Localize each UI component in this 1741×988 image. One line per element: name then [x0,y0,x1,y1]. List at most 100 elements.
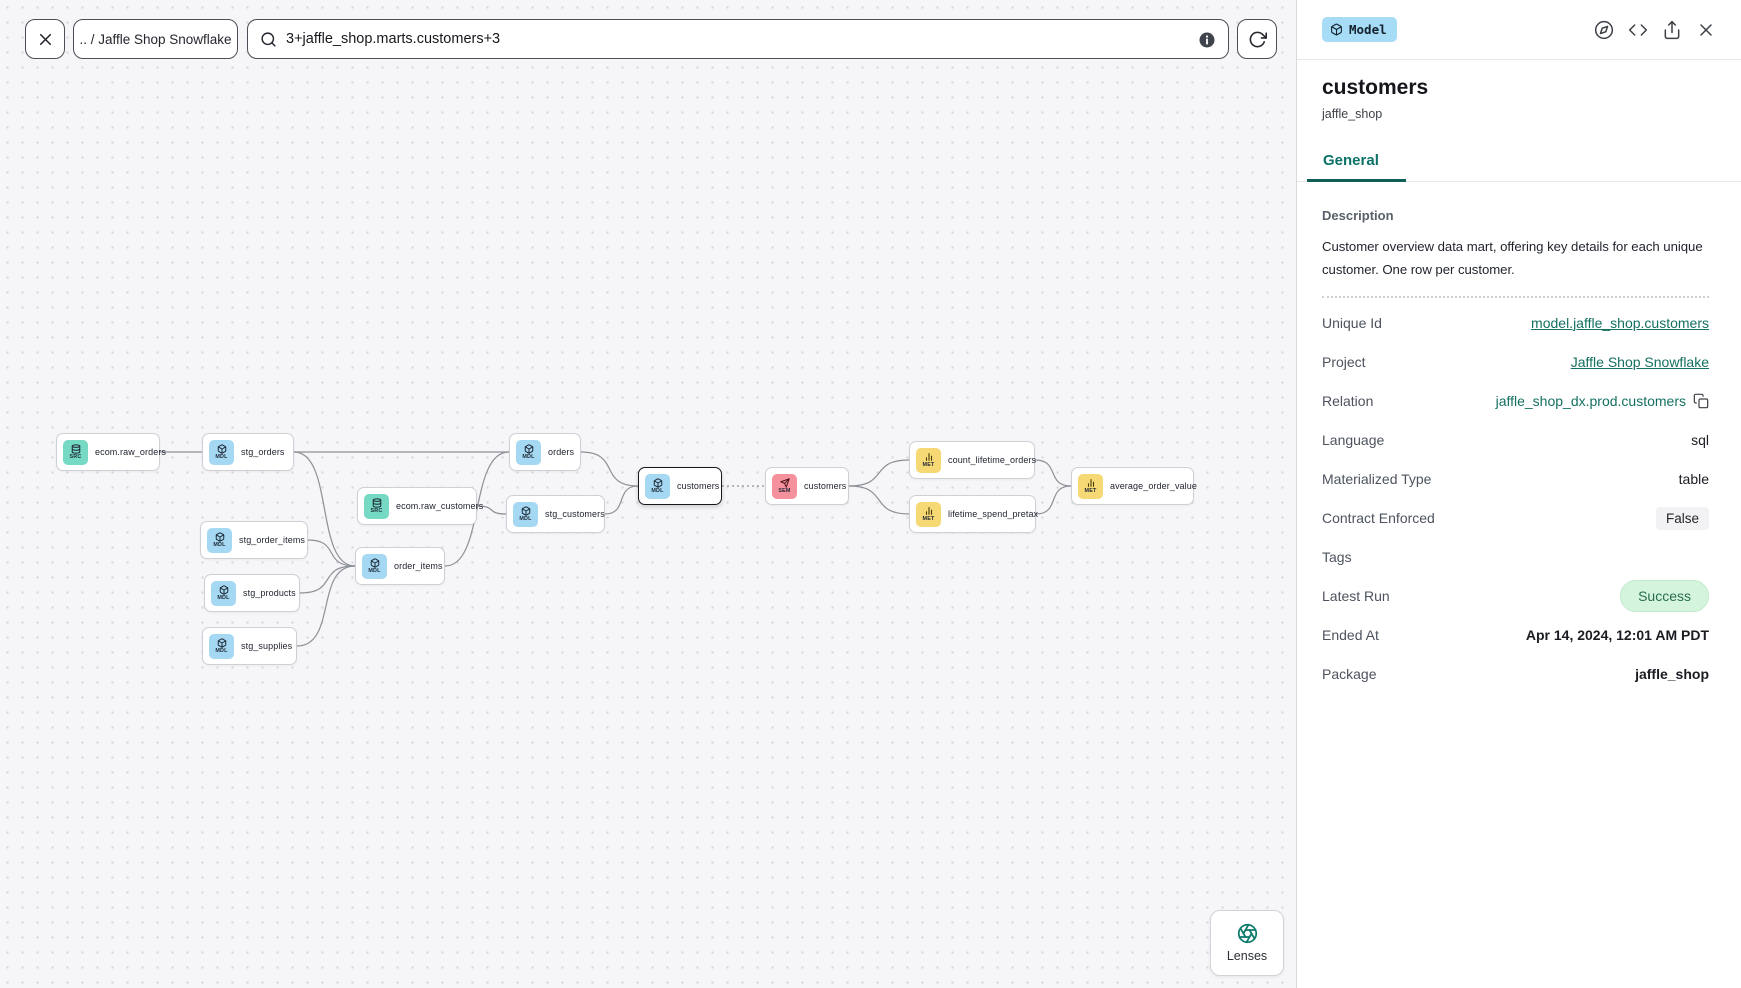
graph-node-orders[interactable]: MDL orders [509,433,581,471]
graph-node-stg_order_items[interactable]: MDL stg_order_items [200,521,308,559]
share-icon [1664,20,1680,39]
latest-run-label: Latest Run [1322,587,1390,604]
node-label: stg_orders [241,447,285,457]
breadcrumb-label: .. / Jaffle Shop Snowflake [79,31,232,47]
resource-details-panel: Model customers jaffle_shop General Desc… [1297,0,1741,988]
description-text: Customer overview data mart, offering ke… [1322,239,1703,278]
cube-model-icon [219,585,228,595]
mdl-type-chip: MDL [362,553,387,579]
share-button[interactable] [1662,20,1682,40]
lenses-button[interactable]: Lenses [1210,910,1284,976]
graph-node-stg_products[interactable]: MDL stg_products [204,574,300,612]
tags-label: Tags [1322,548,1352,565]
graph-edge-count_lifetime_orders-to-average_order_value [1034,459,1072,487]
cube-model-icon [217,638,226,648]
mdl-type-chip: MDL [513,501,538,527]
node-label: customers [804,481,847,491]
close-lineage-button[interactable] [25,19,65,59]
info-icon[interactable] [1198,31,1216,49]
breadcrumb[interactable]: .. / Jaffle Shop Snowflake [73,19,238,59]
contract-enforced-badge: False [1655,506,1709,530]
view-code-button[interactable] [1628,20,1648,40]
node-label: lifetime_spend_pretax [948,509,1039,519]
mdl-type-chip: MDL [207,527,232,553]
graph-edge-src_customers-to-stg_customers [476,505,507,515]
node-label: customers [677,481,720,491]
metric-chart-icon [1087,478,1094,487]
graph-node-customers_sem[interactable]: SEM customers [765,467,849,505]
cube-model-icon [521,506,530,516]
graph-node-customers_model[interactable]: MDL customers [638,467,722,505]
node-label: average_order_value [1110,481,1197,491]
graph-edge-stg_products-to-order_items [299,565,356,594]
tab-general[interactable]: General [1307,146,1406,182]
node-label: stg_order_items [239,535,306,545]
copy-icon[interactable] [1693,393,1709,409]
graph-edges [160,451,1072,647]
close-panel-button[interactable] [1696,20,1716,40]
graph-edge-order_items-to-orders [444,451,510,567]
project-link[interactable]: Jaffle Shop Snowflake [1570,353,1709,370]
field-row-contract-enforced: Contract Enforced False [1322,498,1709,537]
node-label: orders [548,447,575,457]
explore-compass-icon [1594,20,1614,39]
mdl-type-chip: MDL [211,580,236,606]
contract-enforced-label: Contract Enforced [1322,509,1435,526]
met-type-chip: MET [916,501,941,527]
node-label: stg_products [243,588,296,598]
graph-node-stg_orders[interactable]: MDL stg_orders [202,433,294,471]
lenses-label: Lenses [1226,949,1268,963]
mdl-type-chip: MDL [209,439,234,465]
cube-model-icon [217,444,226,454]
cube-model-icon [370,558,379,568]
relation-label: Relation [1322,392,1374,409]
graph-edge-customers_sem-to-count_lifetime_orders [848,459,910,487]
metric-chart-icon [925,506,932,515]
code-icon [1628,23,1648,36]
unique-id-link[interactable]: model.jaffle_shop.customers [1531,314,1709,331]
node-label: ecom.raw_customers [396,501,484,511]
node-label: ecom.raw_orders [95,447,167,457]
resource-type-badge: Model [1322,17,1397,42]
cube-model-icon [215,532,224,542]
lineage-selector-input[interactable] [286,31,1188,47]
field-row-materialized-type: Materialized Type table [1322,459,1709,498]
resource-type-label: Model [1349,22,1387,37]
materialized-type-label: Materialized Type [1322,470,1432,487]
ended-at-label: Ended At [1322,626,1379,643]
panel-header: Model [1297,0,1741,60]
met-type-chip: MET [916,447,941,473]
sem-type-chip: SEM [772,473,797,499]
description-heading: Description [1322,208,1394,223]
graph-edge-stg_orders-to-order_items [293,451,356,567]
graph-edge-customers_sem-to-lifetime_spend_pretax [848,485,910,515]
mdl-type-chip: MDL [516,439,541,465]
cube-model-icon [1331,23,1342,36]
cube-model-icon [653,478,662,488]
mdl-type-chip: MDL [645,473,670,499]
graph-edge-stg_order_items-to-order_items [307,539,356,567]
met-type-chip: MET [1078,473,1103,499]
refresh-lineage-button[interactable] [1237,19,1277,59]
explore-button[interactable] [1594,20,1614,40]
field-row-unique-id: Unique Id model.jaffle_shop.customers [1322,303,1709,342]
panel-header-actions [1594,20,1716,40]
materialized-type-value: table [1678,470,1709,487]
graph-node-average_order_value[interactable]: MET average_order_value [1071,467,1197,505]
language-value: sql [1691,431,1709,448]
mdl-type-chip: MDL [209,633,234,659]
graph-node-lifetime_spend_pretax[interactable]: MET lifetime_spend_pretax [909,495,1039,533]
unique-id-label: Unique Id [1322,314,1382,331]
